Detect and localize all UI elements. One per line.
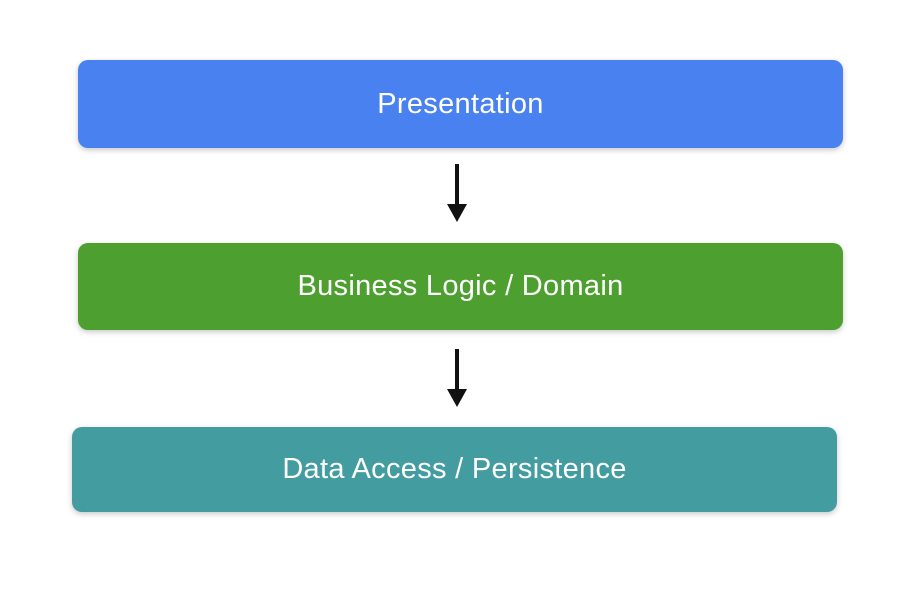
layer-business-logic: Business Logic / Domain (78, 243, 843, 330)
down-arrow-icon (444, 164, 470, 222)
layer-data-access-label: Data Access / Persistence (282, 453, 627, 485)
layer-data-access: Data Access / Persistence (72, 427, 837, 512)
layer-presentation-label: Presentation (377, 87, 544, 120)
layer-business-logic-label: Business Logic / Domain (297, 270, 624, 302)
down-arrow-icon (444, 349, 470, 407)
layer-presentation: Presentation (78, 60, 843, 148)
